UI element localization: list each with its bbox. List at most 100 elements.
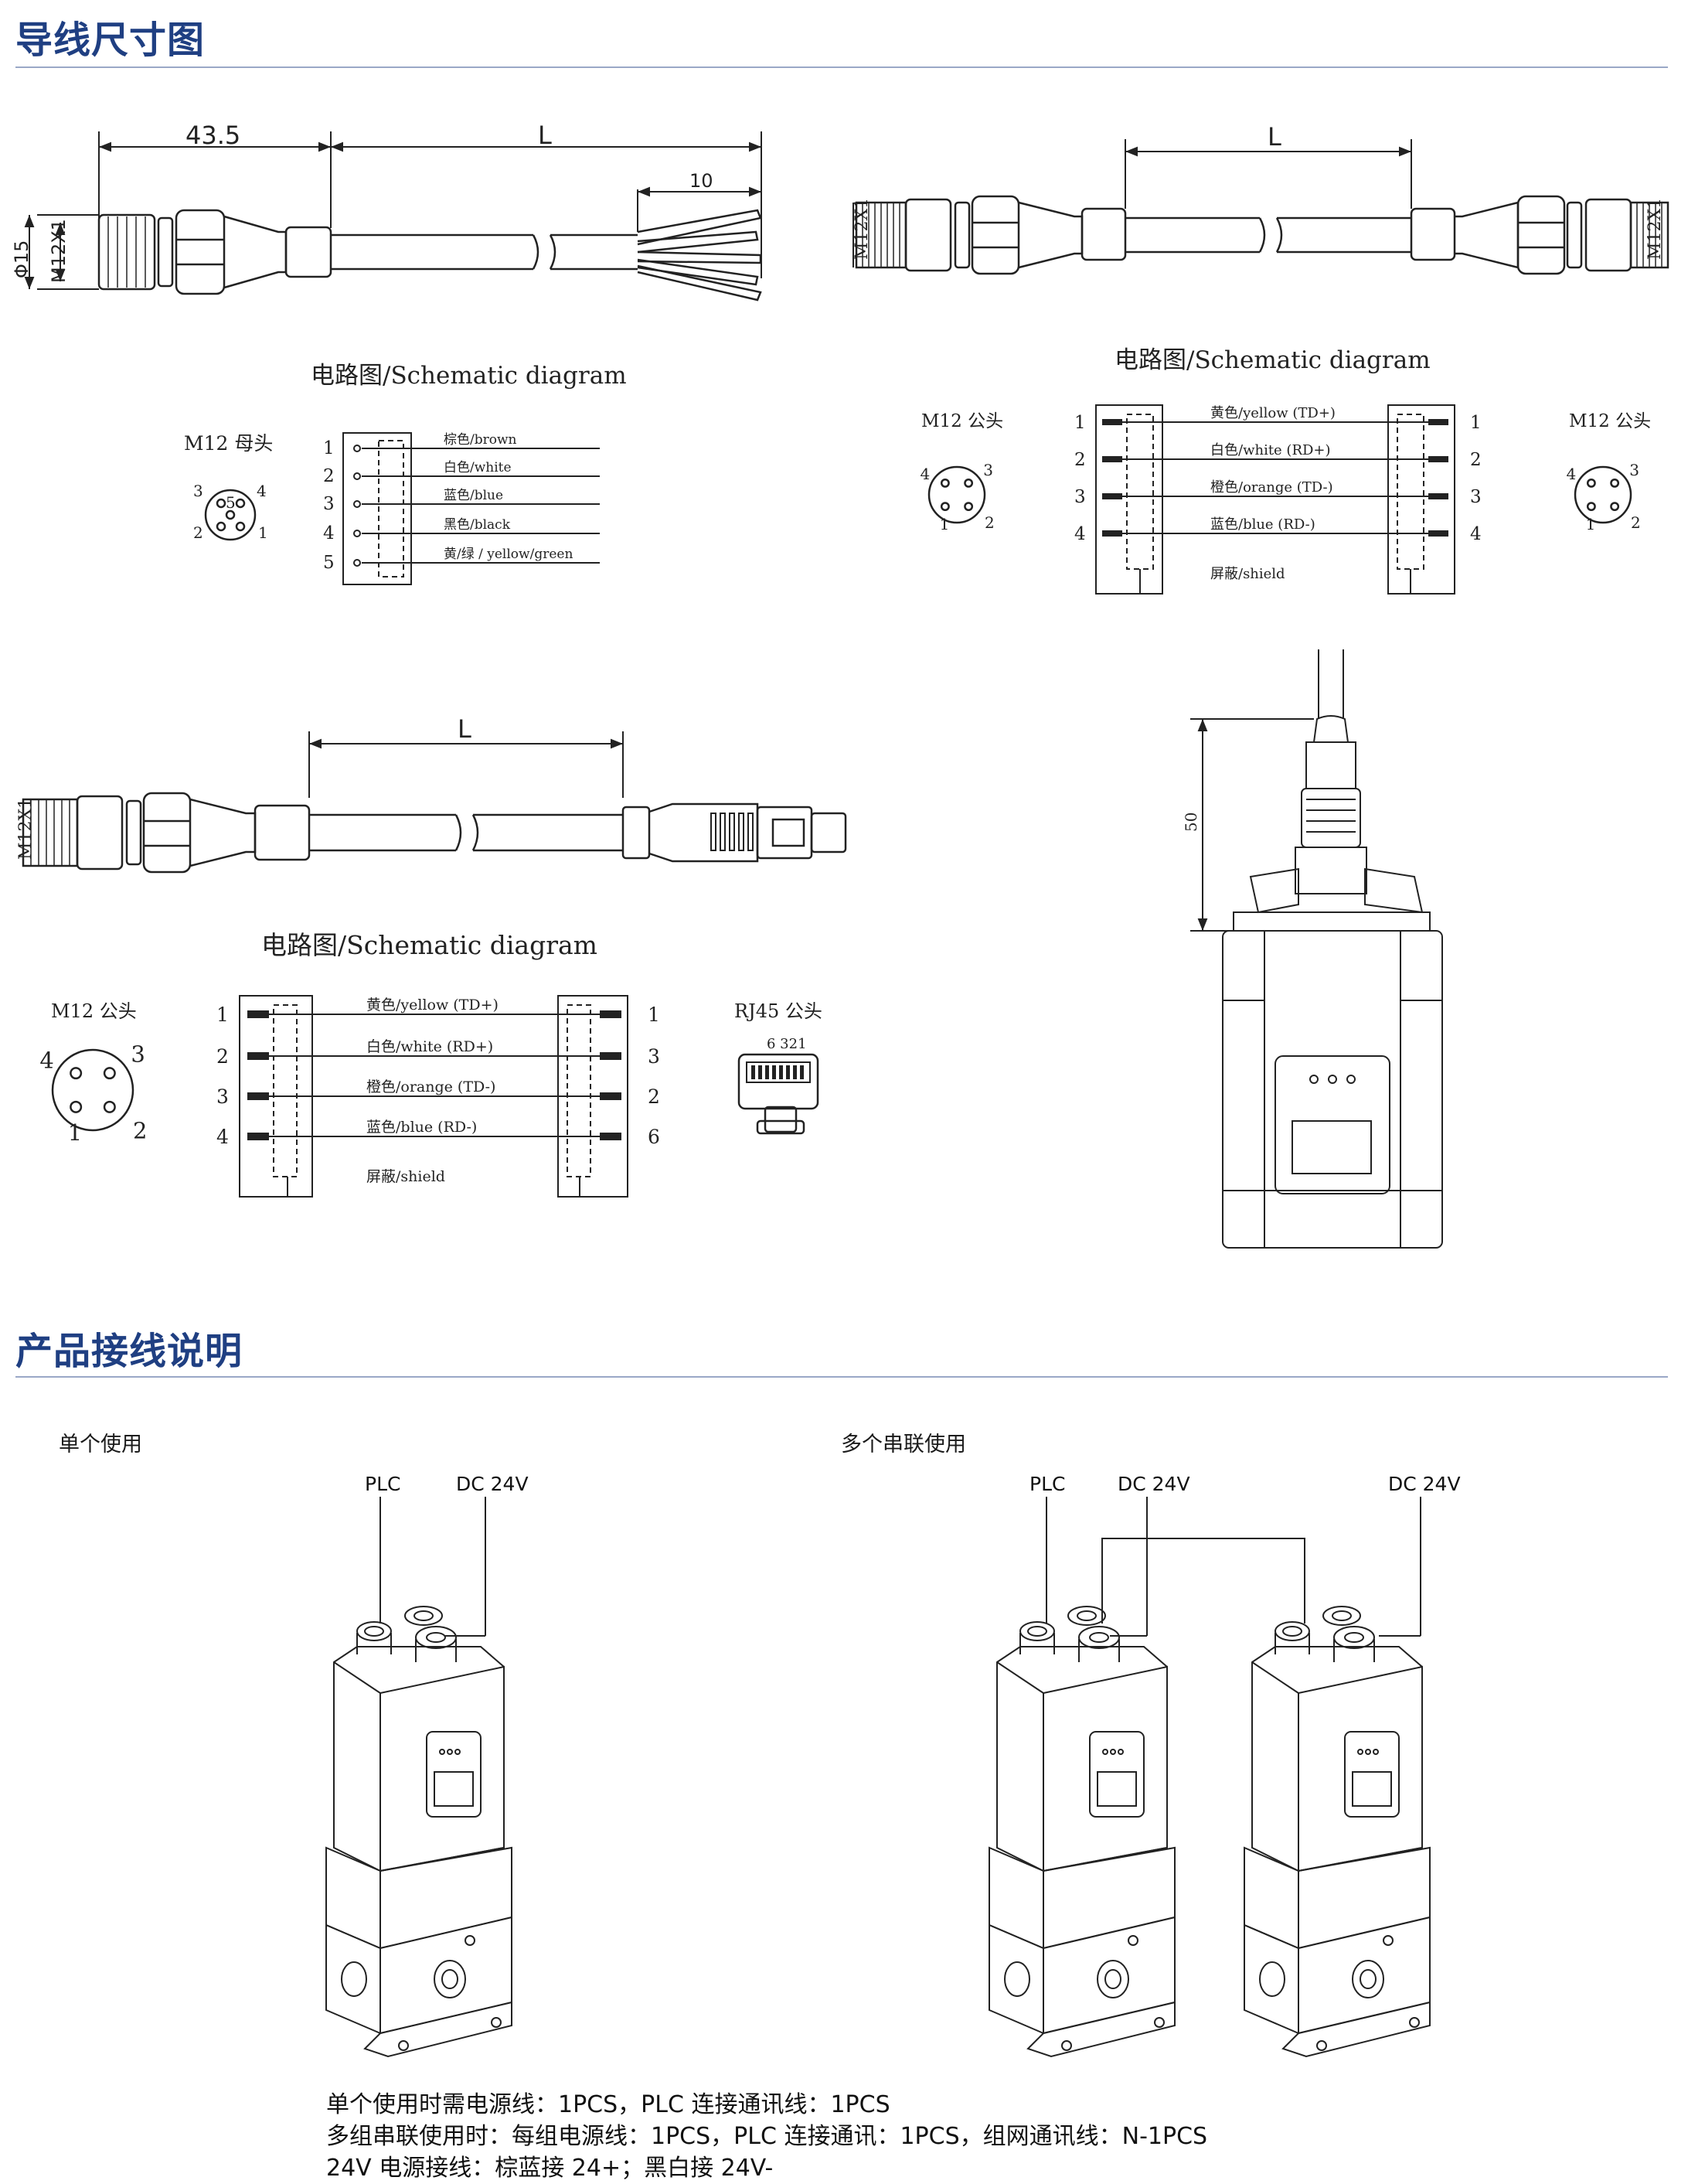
device-dim-height: 50 [1182,813,1200,832]
cable3-thread: M12X1 [16,798,36,860]
device-outline-drawing [1190,649,1443,1249]
cable2-right-contact [1428,419,1448,425]
cable2-right-face-pin: 3 [1629,461,1639,479]
cable3-left-face-pin: 2 [133,1117,147,1143]
cable3-drawing [22,731,847,874]
single-dc24v-label: DC 24V [456,1473,529,1495]
multi-plc-label: PLC [1029,1473,1065,1495]
cable1-wire-label: 黑色/black [444,517,511,533]
multi-use-label: 多个串联使用 [841,1433,966,1457]
cable3-right-contact [600,1092,621,1100]
multi-device-illustration-2 [1244,1606,1431,2058]
wiring-note-1: 单个使用时需电源线：1PCS，PLC 连接通讯线：1PCS [326,2091,890,2118]
cable1-connector-label: M12 母头 [184,432,273,455]
cable2-wire-label: 黄色/yellow (TD+) [1210,405,1336,421]
cable1-schematic-box [342,432,412,585]
rj45-contact [779,1065,783,1079]
cable3-left-contact [247,1092,269,1100]
wiring-notes: 单个使用时需电源线：1PCS，PLC 连接通讯线：1PCS 多组串联使用时：每组… [326,2089,1207,2184]
cable3-left-pin: 1 [216,1003,229,1026]
cable2-left-face-pin: 2 [985,513,995,532]
cable3-right-pin: 3 [648,1045,660,1068]
cable2-left-pin: 1 [1074,413,1086,433]
cable2-right-contact [1428,493,1448,499]
dimensions-section-title: 导线尺寸图 [15,19,206,62]
cable2-right-pin: 1 [1470,413,1482,433]
multi-wiring-leads [1046,1497,1421,1637]
wiring-section-title: 产品接线说明 [15,1330,243,1373]
cable3-right-contact [600,1010,621,1018]
cable3-wire-label: 橙色/orange (TD-) [366,1078,495,1095]
cable2-left-contact [1102,530,1122,537]
cable1-pin-socket [353,472,361,480]
cable3-wire-label: 黄色/yellow (TD+) [366,997,499,1014]
cable3-left-pin: 4 [216,1126,229,1148]
cable3-right-pin: 2 [648,1085,660,1108]
cable2-right-contact [1428,530,1448,537]
cable1-dim-diameter: Φ15 [11,240,32,278]
cable1-dim-tail: 10 [689,170,713,192]
cable1-pin-socket [353,559,361,567]
cable2-left-label: M12 公头 [921,411,1003,431]
cable1-pin-socket [353,530,361,537]
cable3-right-contact [600,1052,621,1060]
cable1-face-1: 1 [258,523,268,542]
cable3-left-face-pin: 4 [39,1047,53,1073]
cable1-dim-connector: 43.5 [185,121,240,150]
dimensions-section-rule [15,66,1668,68]
cable1-wire-label: 棕色/brown [444,432,517,448]
multi-dc24v-label-2: DC 24V [1388,1473,1461,1495]
wiring-note-2: 多组串联使用时：每组电源线：1PCS，PLC 连接通讯：1PCS，组网通讯线：N… [326,2123,1208,2150]
multi-dc24v-label-1: DC 24V [1118,1473,1190,1495]
cable1-pin-number: 5 [323,553,335,573]
cable2-left-face-pin: 1 [940,515,950,533]
rj45-contact [758,1065,762,1079]
cable1-pin-number: 1 [323,438,335,458]
cable2-right-contact [1428,456,1448,462]
single-use-label: 单个使用 [59,1433,142,1457]
cable3-left-contact [247,1052,269,1060]
cable2-shield-label: 屏蔽/shield [1210,566,1285,582]
cable3-right-pin: 1 [648,1003,660,1026]
cable1-pin-socket [353,445,361,452]
cable1-face-5: 5 [226,493,236,512]
cable2-right-label: M12 公头 [1569,411,1651,431]
cable2-schematic-box [1095,404,1455,595]
cable2-thread-right: M12X1 [1645,198,1665,260]
cable1-thread: M12X1 [48,219,70,283]
cable2-dim-length: L [1268,122,1281,152]
cable2-left-contact [1102,419,1122,425]
cable1-wire-label: 白色/white [444,460,512,475]
cable1-schematic-title: 电路图/Schematic diagram [311,362,627,390]
cable2-left-pin: 4 [1074,524,1086,544]
cable2-right-face-pin: 4 [1566,465,1576,483]
cable2-left-pin: 3 [1074,487,1086,507]
cable1-pin-number: 2 [323,466,335,486]
rj45-contact [800,1065,804,1079]
m12-female-face [204,489,257,541]
cable3-left-pin: 2 [216,1045,229,1068]
cable2-right-face-pin: 1 [1586,515,1596,533]
cable1-wire-label: 黄/绿 / yellow/green [444,547,573,562]
cable3-rj45-pin-marks: 6 321 [767,1036,807,1052]
cable2-wire-label: 橙色/orange (TD-) [1210,479,1333,496]
rj45-contact [772,1065,776,1079]
rj45-contact [751,1065,755,1079]
cable2-right-pin: 3 [1470,487,1482,507]
cable3-left-label: M12 公头 [51,1000,137,1022]
cable1-face-3: 3 [193,482,203,500]
cable1-pin-number: 4 [323,523,335,543]
cable3-left-pin: 3 [216,1085,229,1108]
cable2-right-pin: 4 [1470,524,1482,544]
cable3-shield-label: 屏蔽/shield [366,1168,445,1185]
cable2-thread-left: M12X1 [853,198,872,260]
cable1-dim-length: L [538,121,552,150]
cable3-wire-label: 蓝色/blue (RD-) [366,1119,477,1136]
cable3-left-contact [247,1010,269,1018]
cable2-schematic-title: 电路图/Schematic diagram [1115,346,1431,374]
cable3-left-face-pin: 1 [68,1119,82,1146]
cable2-left-face-pin: 3 [983,461,993,479]
cable2-left-face-pin: 4 [920,465,930,483]
cable1-drawing [24,131,762,302]
